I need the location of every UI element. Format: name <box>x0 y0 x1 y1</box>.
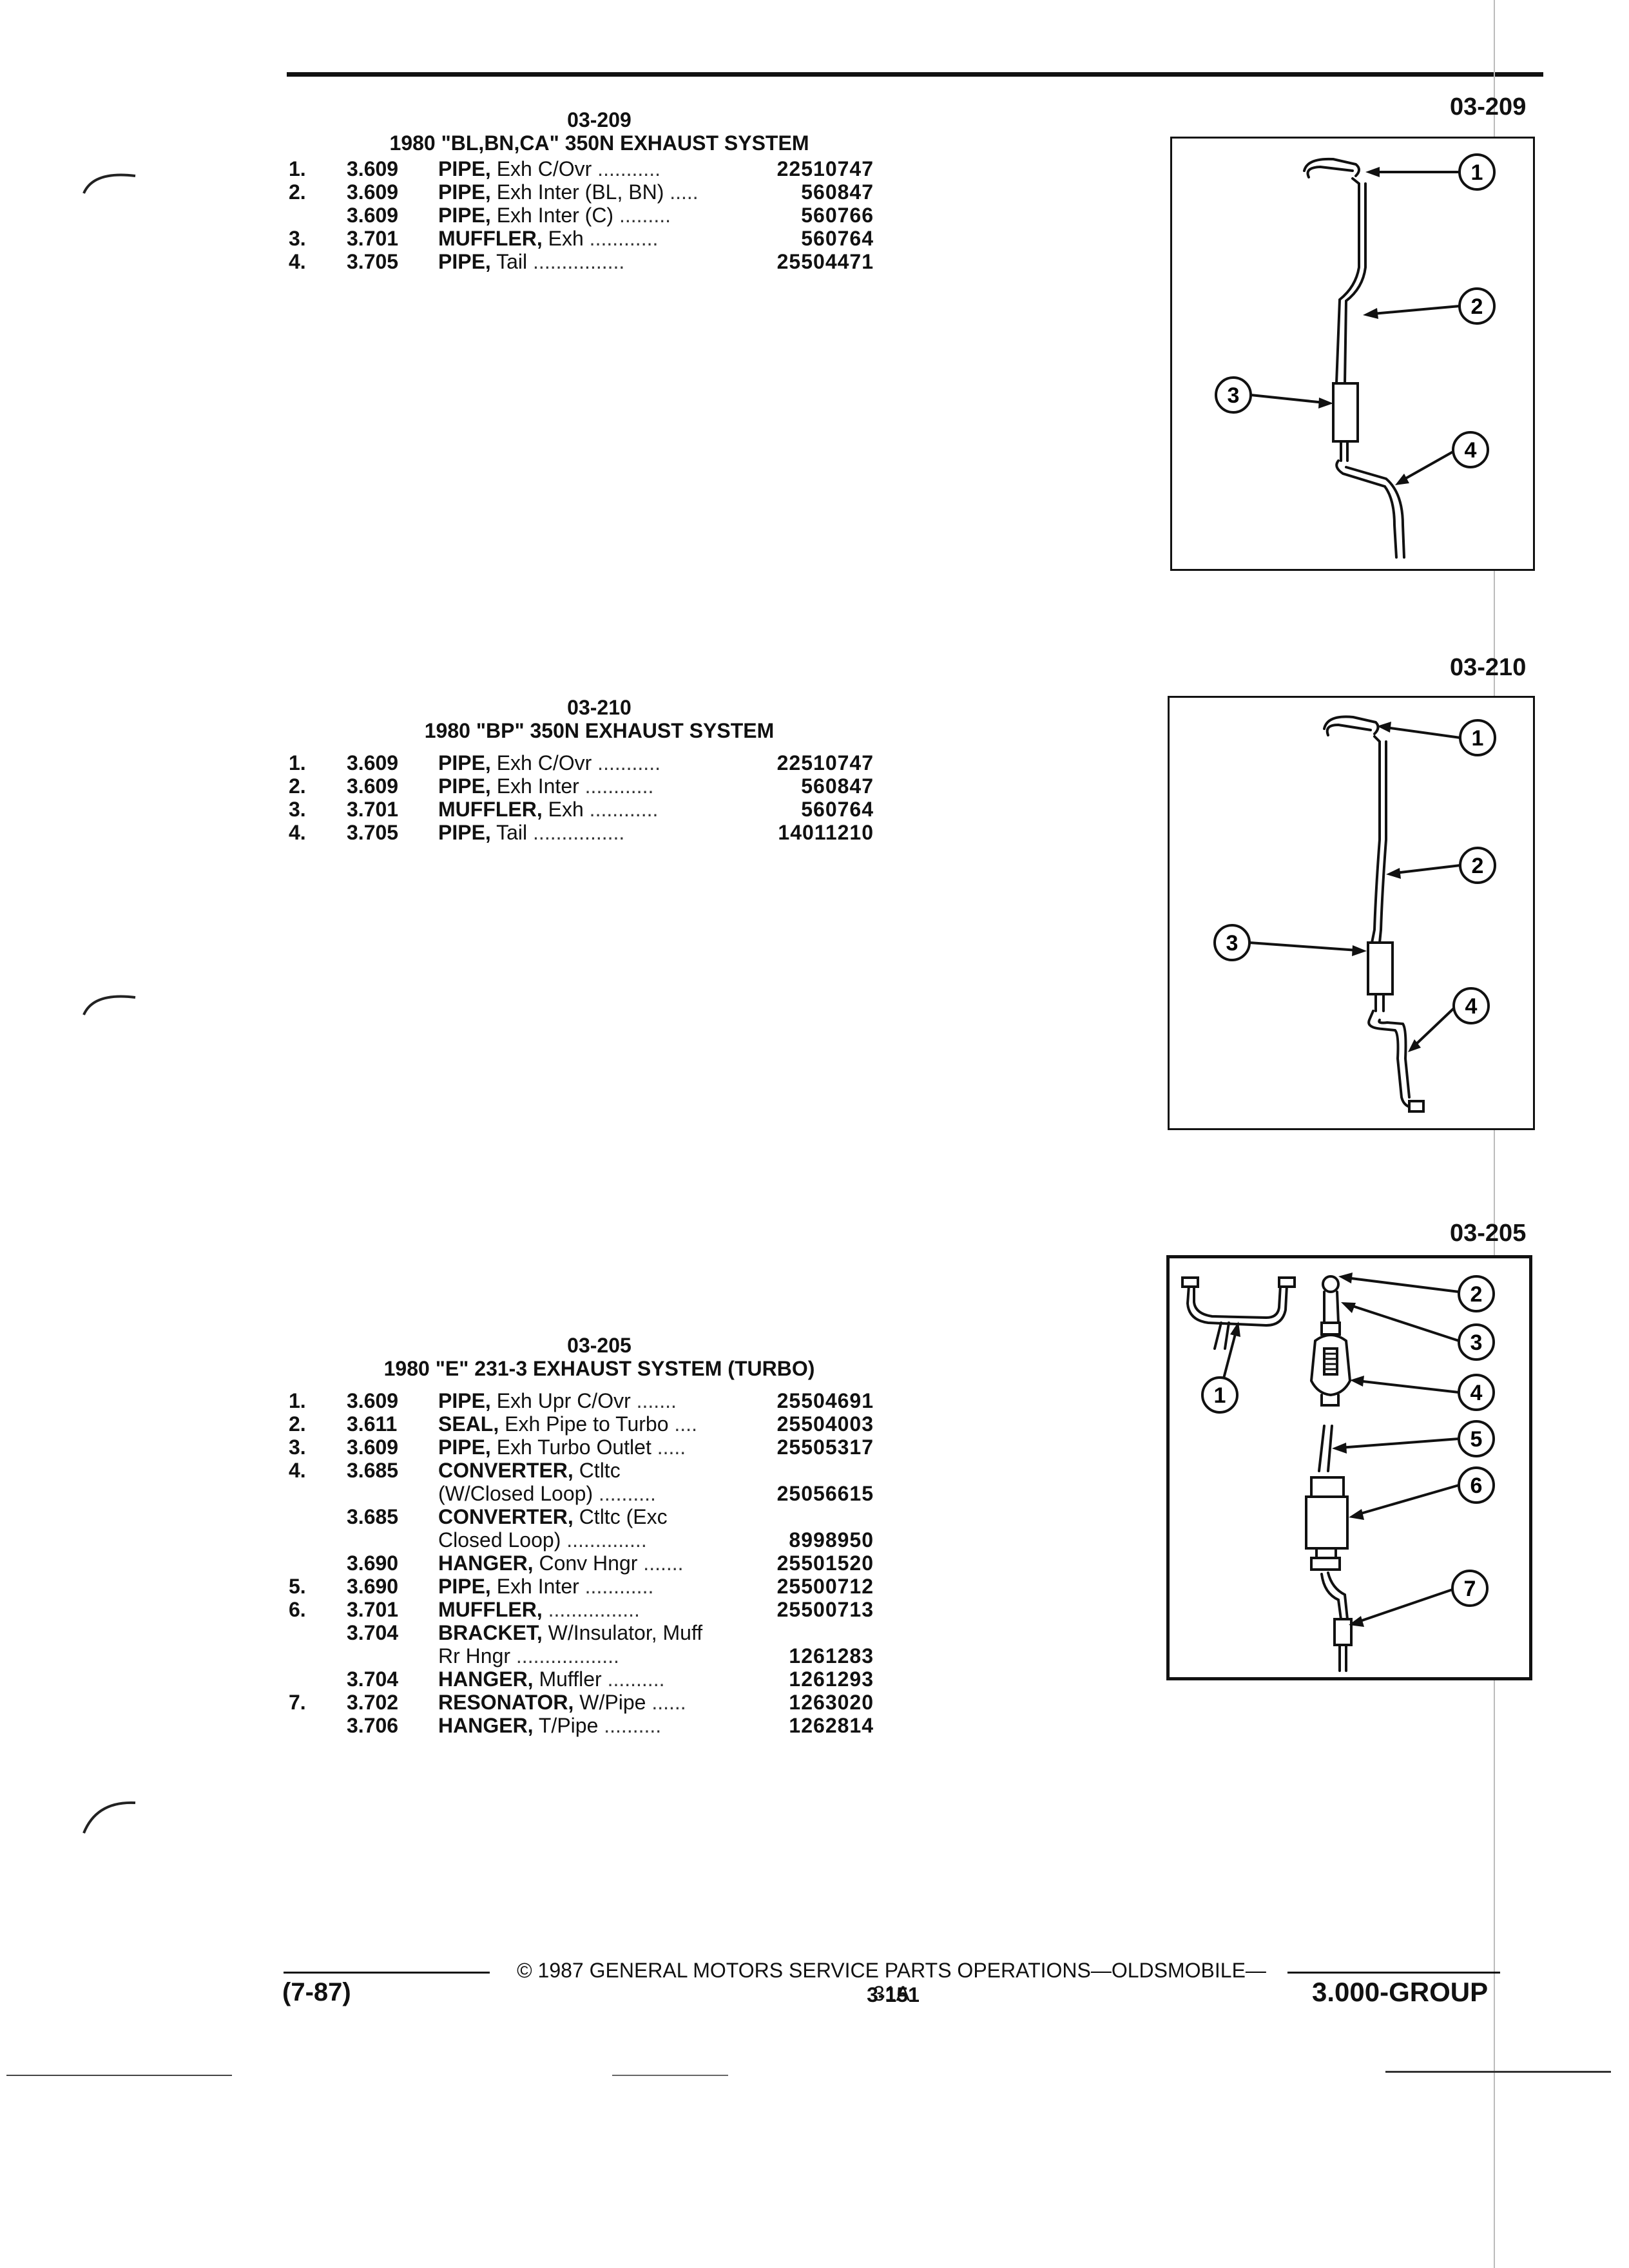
callout-1: 1 <box>1201 1321 1240 1414</box>
svg-text:4: 4 <box>1470 1381 1483 1405</box>
svg-text:5: 5 <box>1470 1427 1483 1452</box>
section-title: 1980 "E" 231-3 EXHAUST SYSTEM (TURBO) <box>383 1357 815 1380</box>
callout-7: 7 <box>1349 1570 1489 1627</box>
part-row: 4. 3.705 PIPE, Tail ................ 140… <box>289 821 874 844</box>
part-row: 2.3.611 SEAL, Exh Pipe to Turbo .... 255… <box>289 1412 874 1436</box>
part-row: Rr Hngr .................. 1261283 <box>438 1644 874 1667</box>
callout-5: 5 <box>1332 1420 1495 1457</box>
svg-text:1: 1 <box>1471 160 1483 185</box>
parts-list: 1. 3.609 PIPE, Exh C/Ovr ........... 225… <box>289 751 874 844</box>
svg-text:3: 3 <box>1226 931 1239 956</box>
part-row: 5.3.690 PIPE, Exh Inter ............ 255… <box>289 1575 874 1598</box>
parts-list: 1. 3.609 PIPE, Exh C/Ovr ........... 225… <box>289 157 874 273</box>
callout-4: 4 <box>1395 431 1489 485</box>
part-row: 3.609 PIPE, Exh Inter (C) ......... 5607… <box>347 204 874 227</box>
margin-mark <box>82 173 136 194</box>
exhaust-system-illustration: 1 2 3 4 5 6 <box>1181 1273 1495 1672</box>
part-row: 3. 3.701 MUFFLER, Exh ............ 56076… <box>289 798 874 821</box>
section-code: 03-210 <box>567 696 631 719</box>
part-row: 3.690 HANGER, Conv Hngr ....... 25501520 <box>347 1552 874 1575</box>
exhaust-system-illustration: 1 2 3 4 <box>1213 715 1496 1113</box>
part-row: 3. 3.701 MUFFLER, Exh ............ 56076… <box>289 227 874 250</box>
section-title: 1980 "BP" 350N EXHAUST SYSTEM <box>424 719 775 742</box>
margin-mark <box>82 1801 136 1834</box>
parts-list: 1.3.609 PIPE, Exh Upr C/Ovr ....... 2550… <box>289 1389 874 1737</box>
scan-edge-line <box>612 2075 728 2076</box>
part-row: Closed Loop) .............. 8998950 <box>438 1528 874 1552</box>
svg-text:1: 1 <box>1472 726 1484 751</box>
svg-text:7: 7 <box>1464 1577 1476 1601</box>
section-code: 03-209 <box>567 108 631 131</box>
exhaust-diagram-03-205: 1 2 3 4 5 6 <box>1166 1255 1532 1680</box>
part-row: 4. 3.705 PIPE, Tail ................ 255… <box>289 250 874 273</box>
exhaust-diagram-03-210: 1 2 3 4 <box>1168 696 1535 1130</box>
svg-text:2: 2 <box>1470 1282 1483 1307</box>
svg-text:1: 1 <box>1214 1383 1226 1408</box>
figure-code: 03-210 <box>1450 654 1527 681</box>
part-row: 4.3.685 CONVERTER, Ctltc <box>289 1459 621 1482</box>
svg-text:3: 3 <box>1470 1331 1483 1355</box>
exhaust-diagram-03-209: 1 2 3 4 <box>1170 137 1535 571</box>
part-row: 7.3.702 RESONATOR, W/Pipe ...... 1263020 <box>289 1691 874 1714</box>
part-row: 3.685 CONVERTER, Ctltc (Exc <box>347 1505 668 1528</box>
part-row: 2. 3.609 PIPE, Exh Inter (BL, BN) ..... … <box>289 180 874 204</box>
svg-text:4: 4 <box>1465 994 1478 1019</box>
svg-text:6: 6 <box>1470 1474 1483 1498</box>
svg-text:2: 2 <box>1472 854 1484 878</box>
callout-3: 3 <box>1213 924 1367 961</box>
callout-6: 6 <box>1349 1466 1495 1520</box>
part-row: 6.3.701 MUFFLER, ................ 255007… <box>289 1598 874 1621</box>
figure-code: 03-209 <box>1450 93 1527 120</box>
scan-edge-line <box>6 2075 232 2076</box>
callout-1: 1 <box>1365 153 1496 191</box>
figure-code: 03-205 <box>1450 1220 1527 1247</box>
scan-fold-line <box>1494 0 1495 2268</box>
section-title: 1980 "BL,BN,CA" 350N EXHAUST SYSTEM <box>389 131 809 155</box>
part-row: 3.3.609 PIPE, Exh Turbo Outlet ..... 255… <box>289 1436 874 1459</box>
callout-4: 4 <box>1350 1374 1495 1411</box>
callout-4: 4 <box>1408 987 1490 1052</box>
footer-page-number: 3-151 <box>867 1983 920 2006</box>
svg-text:3: 3 <box>1228 383 1240 408</box>
callout-3: 3 <box>1215 376 1333 414</box>
part-row: (W/Closed Loop) .......... 25056615 <box>438 1482 874 1505</box>
part-row: 1. 3.609 PIPE, Exh C/Ovr ........... 225… <box>289 751 874 774</box>
part-row: 1.3.609 PIPE, Exh Upr C/Ovr ....... 2550… <box>289 1389 874 1412</box>
margin-mark <box>82 995 136 1015</box>
part-row: 2. 3.609 PIPE, Exh Inter ............ 56… <box>289 774 874 798</box>
callout-1: 1 <box>1377 719 1496 756</box>
part-row: 3.704 BRACKET, W/Insulator, Muff <box>347 1621 703 1644</box>
exhaust-system-illustration: 1 2 3 4 <box>1215 153 1496 559</box>
part-row: 1. 3.609 PIPE, Exh C/Ovr ........... 225… <box>289 157 874 180</box>
footer-rule-right <box>1287 1972 1500 1974</box>
callout-3: 3 <box>1341 1302 1495 1361</box>
top-rule <box>287 72 1543 77</box>
footer-rule-left <box>284 1972 490 1974</box>
part-row: 3.706 HANGER, T/Pipe .......... 1262814 <box>347 1714 874 1737</box>
part-row: 3.704 HANGER, Muffler .......... 1261293 <box>347 1667 874 1691</box>
callout-2: 2 <box>1363 287 1496 325</box>
svg-text:4: 4 <box>1465 438 1477 463</box>
footer-revision-date: (7-87) <box>282 1978 351 2006</box>
callout-2: 2 <box>1338 1273 1495 1312</box>
section-code: 03-205 <box>567 1334 631 1357</box>
scan-edge-line <box>1385 2071 1611 2073</box>
footer-group: 3.000-GROUP <box>1312 1977 1489 2007</box>
callout-2: 2 <box>1386 847 1496 884</box>
footer-copyright: © 1987 GENERAL MOTORS SERVICE PARTS OPER… <box>517 1959 1266 2005</box>
svg-text:2: 2 <box>1471 294 1483 319</box>
